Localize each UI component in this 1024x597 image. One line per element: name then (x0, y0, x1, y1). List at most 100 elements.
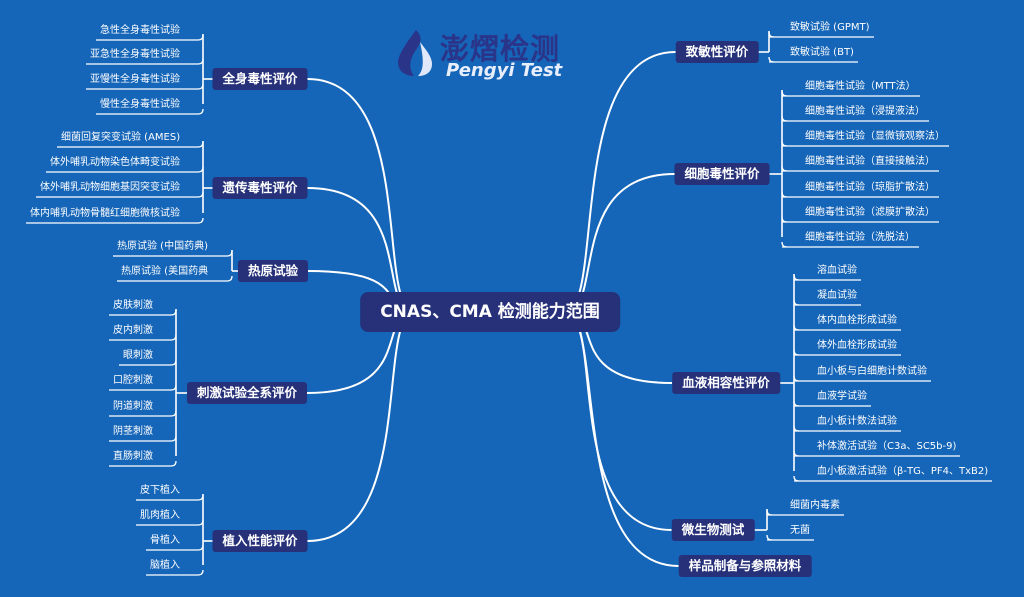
underline-quanshen-2 (86, 83, 204, 90)
logo-english-text: Pengyi Test (446, 60, 563, 81)
underline-ciji-2 (119, 359, 177, 366)
elbow-xibao-6 (781, 241, 788, 248)
leaf-zhiru-0: 皮下植入 (140, 485, 180, 496)
leaf-zhimin-0: 致敏试验 (GPMT) (790, 22, 870, 33)
leaf-weishengwu-0: 细菌内毒素 (790, 500, 840, 511)
leaf-xueye-0: 溶血试验 (817, 265, 857, 276)
branch-yangpin: 样品制备与参照材料 (678, 555, 812, 577)
leaf-xibao-5: 细胞毒性试验（滤膜扩散法） (805, 207, 935, 218)
elbow-xibao-1 (781, 115, 788, 122)
leaf-ciji-3: 口腔刺激 (113, 375, 153, 386)
leaf-xueye-6: 血小板计数法试验 (817, 416, 897, 427)
elbow-xibao-5 (781, 216, 788, 223)
branch-zhimin: 致敏性评价 (675, 41, 759, 63)
leaf-zhiru-3: 脑植入 (150, 560, 180, 571)
underline-ciji-5 (109, 435, 177, 442)
elbow-xibao-0 (781, 90, 788, 97)
leaf-quanshen-1: 亚急性全身毒性试验 (90, 49, 180, 60)
elbow-xueye-6 (793, 425, 800, 432)
leaf-xueye-2: 体内血栓形成试验 (817, 315, 897, 326)
leaf-xibao-1: 细胞毒性试验（浸提液法） (805, 106, 925, 117)
leaf-xibao-0: 细胞毒性试验（MTT法） (805, 81, 916, 92)
branch-yichuan: 遗传毒性评价 (212, 177, 308, 199)
connector-yangpin (564, 311, 679, 567)
elbow-xueye-1 (793, 299, 800, 306)
elbow-xueye-4 (793, 375, 800, 382)
leaf-zhiru-2: 骨植入 (150, 535, 180, 546)
elbow-weishengwu-1 (766, 534, 773, 541)
underline-yichuan-2 (36, 191, 204, 198)
underline-quanshen-3 (96, 108, 204, 115)
leaf-yichuan-0: 细菌回复突变试验 (AMES) (61, 132, 181, 143)
logo-chinese-text: 澎熠检测 (440, 32, 561, 66)
leaf-xibao-2: 细胞毒性试验（显微镜观察法） (805, 131, 945, 142)
underline-quanshen-0 (96, 34, 204, 41)
leaf-ciji-4: 阴道刺激 (113, 401, 153, 412)
branch-reyuan: 热原试验 (237, 260, 309, 282)
leaf-yichuan-1: 体外哺乳动物染色体畸变试验 (50, 157, 180, 168)
branch-weishengwu: 微生物测试 (671, 519, 755, 541)
connector-weishengwu (564, 311, 672, 531)
leaf-zhimin-1: 致敏试验 (BT) (790, 47, 854, 58)
leaf-ciji-6: 直肠刺激 (113, 451, 153, 462)
elbow-xueye-0 (793, 274, 800, 281)
elbow-xibao-3 (781, 165, 788, 172)
logo-mark-icon (398, 30, 432, 76)
leaf-quanshen-2: 亚慢性全身毒性试验 (90, 74, 180, 85)
branch-zhiru: 植入性能评价 (212, 530, 308, 552)
underline-yichuan-1 (46, 166, 204, 173)
pengyi-logo: 澎熠检测 Pengyi Test (394, 22, 594, 86)
underline-zhiru-0 (136, 494, 204, 501)
leaf-ciji-0: 皮肤刺激 (113, 300, 153, 311)
elbow-weishengwu-0 (766, 509, 773, 516)
underline-quanshen-1 (86, 58, 204, 65)
leaf-xibao-6: 细胞毒性试验（洗脱法） (805, 232, 915, 243)
branch-xibao: 细胞毒性评价 (674, 163, 770, 185)
leaf-quanshen-3: 慢性全身毒性试验 (100, 99, 180, 110)
connector-zhimin (564, 51, 676, 313)
center-node: CNAS、CMA 检测能力范围 (360, 292, 620, 332)
underline-zhiru-2 (146, 544, 204, 551)
underline-reyuan-1 (117, 275, 233, 282)
elbow-xueye-5 (793, 400, 800, 407)
underline-reyuan-0 (113, 250, 233, 257)
leaf-xibao-4: 细胞毒性试验（琼脂扩散法） (805, 182, 935, 193)
leaf-xueye-4: 血小板与白细胞计数试验 (817, 366, 927, 377)
elbow-xibao-2 (781, 140, 788, 147)
underline-yichuan-0 (57, 141, 204, 148)
elbow-zhimin-1 (768, 56, 775, 63)
underline-zhiru-3 (146, 569, 204, 576)
underline-ciji-0 (109, 309, 177, 316)
branch-xueye: 血液相容性评价 (672, 372, 780, 394)
leaf-quanshen-0: 急性全身毒性试验 (100, 25, 180, 36)
elbow-xueye-2 (793, 324, 800, 331)
leaf-xueye-1: 凝血试验 (817, 290, 857, 301)
branch-quanshen: 全身毒性评价 (212, 68, 308, 90)
leaf-weishengwu-1: 无菌 (790, 525, 810, 536)
leaf-reyuan-1: 热原试验 (美国药典 (121, 266, 209, 277)
underline-ciji-1 (109, 334, 177, 341)
branch-ciji: 刺激试验全系评价 (186, 382, 308, 404)
underline-yichuan-3 (26, 217, 204, 224)
leaf-ciji-1: 皮内刺激 (113, 325, 153, 336)
elbow-xueye-3 (793, 349, 800, 356)
elbow-zhimin-0 (768, 31, 775, 38)
leaf-ciji-5: 阴茎刺激 (113, 426, 153, 437)
leaf-reyuan-0: 热原试验 (中国药典) (117, 241, 208, 252)
elbow-xueye-7 (793, 450, 800, 457)
underline-zhiru-1 (136, 519, 204, 526)
underline-ciji-6 (109, 460, 177, 467)
leaf-yichuan-2: 体外哺乳动物细胞基因突变试验 (40, 182, 180, 193)
connector-zhiru (307, 311, 416, 542)
leaf-xueye-3: 体外血栓形成试验 (817, 340, 897, 351)
elbow-xibao-4 (781, 191, 788, 198)
leaf-ciji-2: 眼刺激 (123, 350, 153, 361)
leaf-xibao-3: 细胞毒性试验（直接接触法） (805, 156, 935, 167)
elbow-xueye-8 (793, 475, 800, 482)
underline-ciji-4 (109, 410, 177, 417)
leaf-zhiru-1: 肌肉植入 (140, 510, 180, 521)
leaf-yichuan-3: 体内哺乳动物骨髓红细胞微核试验 (30, 208, 180, 219)
leaf-xueye-8: 血小板激活试验（β-TG、PF4、TxB2) (817, 466, 989, 477)
leaf-xueye-7: 补体激活试验（C3a、SC5b-9) (817, 441, 957, 452)
leaf-xueye-5: 血液学试验 (817, 391, 867, 402)
